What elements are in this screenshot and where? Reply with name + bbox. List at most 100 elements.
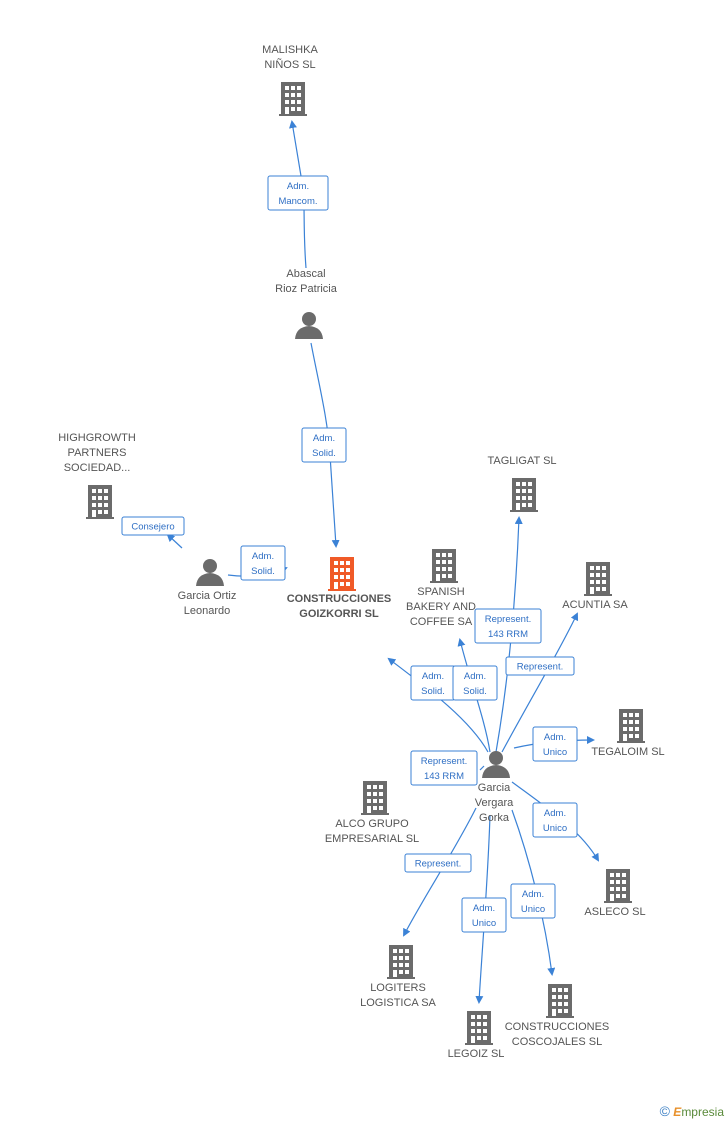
- edge-label-text: Unico: [521, 904, 545, 915]
- edge-label-text: Adm.: [252, 551, 274, 562]
- edge-label-text: Unico: [472, 918, 496, 929]
- node-legoiz[interactable]: LEGOIZ SL: [448, 1011, 505, 1060]
- edge-vergara-alco: [479, 765, 485, 771]
- node-highgrowth[interactable]: HIGHGROWTHPARTNERSSOCIEDAD...: [58, 432, 136, 519]
- node-label: BAKERY AND: [406, 601, 476, 613]
- edge-label-text: Adm.: [473, 903, 495, 914]
- edge-vergara-goizkorri: [387, 657, 489, 753]
- building-icon: [361, 781, 389, 815]
- edge-label-vergara-asleco[interactable]: Adm. Unico: [532, 802, 578, 838]
- node-label: EMPRESARIAL SL: [325, 833, 419, 845]
- node-tegaloim[interactable]: TEGALOIM SL: [591, 709, 665, 758]
- node-label: HIGHGROWTH: [58, 432, 136, 444]
- node-label: GOIZKORRI SL: [299, 608, 379, 620]
- edge-label-vergara-coscojales[interactable]: Adm. Unico: [510, 883, 556, 919]
- edge-label-text: Adm.: [464, 671, 486, 682]
- node-label: Abascal: [286, 268, 325, 280]
- node-label: ASLECO SL: [584, 906, 645, 918]
- edge-label-text: Solid.: [312, 448, 336, 459]
- edge-vergara-tagligat: [495, 516, 523, 753]
- node-label: LOGISTICA SA: [360, 997, 436, 1009]
- edge-vergara-acuntia: [501, 612, 579, 753]
- node-label: CONSTRUCCIONES: [287, 593, 392, 605]
- node-label: COSCOJALES SL: [512, 1036, 602, 1048]
- node-label: MALISHKA: [262, 44, 318, 56]
- building-icon: [604, 869, 632, 903]
- edge-label-vergara-spanish[interactable]: Adm. Solid.: [452, 665, 498, 701]
- edge-label-text: Adm.: [522, 889, 544, 900]
- edge-label-text: Solid.: [463, 686, 487, 697]
- edge-label-vergara-tagligat[interactable]: Represent. 143 RRM: [474, 608, 542, 644]
- edge-label-text: Adm.: [544, 808, 566, 819]
- edge-label-text: Solid.: [251, 566, 275, 577]
- node-malishka[interactable]: MALISHKA NIÑOS SL: [262, 44, 318, 116]
- edge-label-text: Represent.: [517, 662, 563, 673]
- building-icon: [387, 945, 415, 979]
- node-label: TEGALOIM SL: [591, 746, 664, 758]
- edge-label-text: Unico: [543, 747, 567, 758]
- building-icon: [279, 82, 307, 116]
- edge-label-text: Unico: [543, 823, 567, 834]
- edge-label-vergara-goizkorri[interactable]: Adm.Solid.: [410, 665, 456, 701]
- node-label: LEGOIZ SL: [448, 1048, 505, 1060]
- edge-label-ortiz-highgrowth[interactable]: Consejero: [121, 516, 185, 536]
- edge-label-text: 143 RRM: [488, 629, 528, 640]
- building-icon: [430, 549, 458, 583]
- edge-label-vergara-acuntia[interactable]: Represent.: [505, 656, 575, 676]
- node-label: SOCIEDAD...: [64, 462, 131, 474]
- node-label: Gorka: [479, 812, 510, 824]
- edge-label-vergara-logiters[interactable]: Represent.: [404, 853, 472, 873]
- node-label: CONSTRUCCIONES: [505, 1021, 610, 1033]
- node-label: Rioz Patricia: [275, 283, 338, 295]
- node-tagligat[interactable]: TAGLIGAT SL: [487, 455, 557, 512]
- empresia-logo: © Empresia: [660, 1103, 724, 1119]
- edge-label-text: Represent.: [415, 859, 461, 870]
- node-label: Garcia Ortiz: [178, 590, 237, 602]
- edge-label-vergara-legoiz[interactable]: Adm. Unico: [461, 897, 507, 933]
- person-icon: [196, 559, 224, 586]
- building-icon: [617, 709, 645, 743]
- node-label: COFFEE SA: [410, 616, 473, 628]
- edge-label-text: Adm.: [313, 433, 335, 444]
- node-label: Leonardo: [184, 605, 231, 617]
- logo-text: mpresia: [681, 1105, 724, 1119]
- node-label: TAGLIGAT SL: [487, 455, 556, 467]
- building-icon: [584, 562, 612, 596]
- node-spanish[interactable]: SPANISH BAKERY AND COFFEE SA: [406, 549, 476, 628]
- node-goizkorri[interactable]: CONSTRUCCIONES GOIZKORRI SL: [287, 557, 392, 620]
- node-acuntia[interactable]: ACUNTIA SA: [562, 562, 628, 611]
- building-icon: [510, 478, 538, 512]
- node-label: Garcia: [478, 782, 511, 794]
- edge-label-abascal-goizkorri[interactable]: Adm. Solid.: [301, 427, 347, 463]
- node-label: ACUNTIA SA: [562, 599, 628, 611]
- node-label: ALCO GRUPO: [335, 818, 409, 830]
- edge-label-vergara-alco[interactable]: Represent. 143 RRM: [410, 750, 478, 786]
- edge-label-ortiz-goizkorri[interactable]: Adm. Solid.: [240, 545, 286, 581]
- building-icon: [546, 984, 574, 1018]
- edge-label-vergara-tegaloim[interactable]: Adm. Unico: [532, 726, 578, 762]
- building-icon: [86, 485, 114, 519]
- edge-label-abascal-malishka[interactable]: Adm.Mancom.: [267, 175, 329, 211]
- edge-label-text: 143 RRM: [424, 771, 464, 782]
- node-asleco[interactable]: ASLECO SL: [584, 869, 646, 918]
- edge-label-text: Adm.: [544, 732, 566, 743]
- edge-label-text: Solid.: [421, 686, 445, 697]
- building-icon: [328, 557, 356, 591]
- edge-label-text: Represent.: [485, 614, 531, 625]
- edge-label-text: Represent.: [421, 756, 467, 767]
- node-coscojales[interactable]: CONSTRUCCIONES COSCOJALES SL: [505, 984, 610, 1048]
- copyright-icon: ©: [659, 1103, 670, 1119]
- node-label: Vergara: [475, 797, 514, 809]
- person-icon: [295, 312, 323, 339]
- building-icon: [465, 1011, 493, 1045]
- node-alco[interactable]: ALCO GRUPO EMPRESARIAL SL: [325, 781, 419, 845]
- edge-label-text: Mancom.: [278, 196, 317, 207]
- person-icon: [482, 751, 510, 778]
- node-label: NIÑOS SL: [264, 58, 315, 71]
- node-label: SPANISH: [417, 586, 465, 598]
